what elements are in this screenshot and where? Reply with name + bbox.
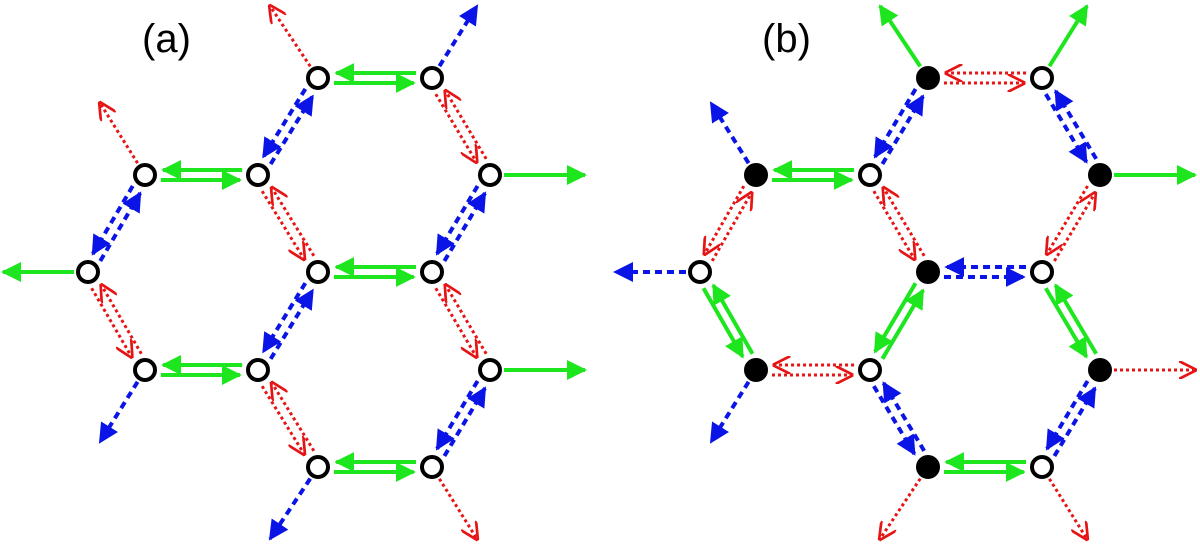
open-site [76, 260, 100, 284]
outer-arrow [709, 101, 751, 165]
bond-arrow [873, 282, 918, 354]
bond-arrow [446, 285, 488, 355]
panel-b-label: (b) [762, 17, 811, 61]
open-site [1030, 66, 1054, 90]
bond-arrow [1047, 185, 1089, 254]
bond-arrow [880, 94, 925, 166]
open-site [246, 163, 270, 187]
bond-arrow [435, 184, 480, 256]
bond-arrow [268, 94, 315, 166]
bond-arrow [260, 385, 304, 454]
bond-arrow [880, 288, 925, 360]
bond-arrow [1053, 89, 1098, 160]
filled-site [916, 260, 940, 284]
bond-arrow [272, 188, 316, 257]
bond-arrow [1053, 283, 1098, 355]
bond-arrow [272, 383, 316, 452]
outer-arrow [268, 477, 312, 541]
bond-arrow [710, 193, 751, 262]
open-site [858, 358, 882, 382]
filled-site [744, 358, 768, 382]
bond-arrow [705, 185, 746, 254]
filled-site [1088, 163, 1112, 187]
bond-arrow [881, 381, 926, 452]
open-site [688, 260, 712, 284]
lattice-sites [76, 66, 1112, 479]
outer-arrow [878, 4, 922, 68]
open-site [858, 163, 882, 187]
open-site [246, 358, 270, 382]
bond-arrow [442, 191, 487, 263]
bond-arrow [435, 379, 480, 451]
outer-arrow [438, 478, 477, 539]
bond-arrow [872, 385, 917, 456]
bond-arrow [1044, 93, 1089, 164]
open-site [306, 455, 330, 479]
bond-arrow [90, 287, 132, 357]
filled-site [916, 455, 940, 479]
open-site [133, 358, 157, 382]
outer-arrow [880, 477, 922, 539]
open-site [1030, 260, 1054, 284]
outer-arrow [98, 380, 140, 444]
bond-arrow [1052, 386, 1097, 458]
bond-arrow [98, 191, 142, 262]
open-site [420, 260, 444, 284]
bond-arrow [434, 93, 477, 162]
outer-arrow [100, 103, 139, 164]
bond-arrow [268, 288, 315, 360]
open-site [478, 358, 502, 382]
bond-arrow [101, 285, 143, 355]
outer-arrow [270, 6, 312, 68]
panel-a-label: (a) [142, 17, 191, 61]
open-site [478, 163, 502, 187]
open-site [1030, 455, 1054, 479]
bond-arrow [261, 282, 308, 354]
bond-arrow [261, 87, 308, 159]
bond-arrow [873, 87, 918, 159]
bond-arrow [446, 91, 488, 160]
filled-site [1088, 358, 1112, 382]
filled-site [916, 66, 940, 90]
bond-arrow [701, 287, 745, 359]
bond-arrow [1053, 193, 1095, 262]
bond-arrow [1045, 379, 1090, 451]
open-site [306, 66, 330, 90]
bond-arrow [711, 283, 755, 355]
bond-arrow [884, 188, 926, 257]
displacement-arrows [1, 4, 1197, 541]
filled-site [744, 163, 768, 187]
outer-arrow [1047, 4, 1089, 68]
bond-arrow [442, 386, 487, 458]
bond-arrow [434, 287, 477, 357]
bond-arrow [91, 185, 135, 256]
open-site [420, 66, 444, 90]
outer-arrow [437, 4, 479, 68]
bond-arrow [260, 190, 304, 259]
bond-arrow [872, 190, 915, 259]
outer-arrow [1048, 478, 1087, 539]
bond-arrow [1044, 287, 1089, 359]
open-site [306, 260, 330, 284]
open-site [133, 163, 157, 187]
open-site [420, 455, 444, 479]
outer-arrow [709, 380, 751, 444]
